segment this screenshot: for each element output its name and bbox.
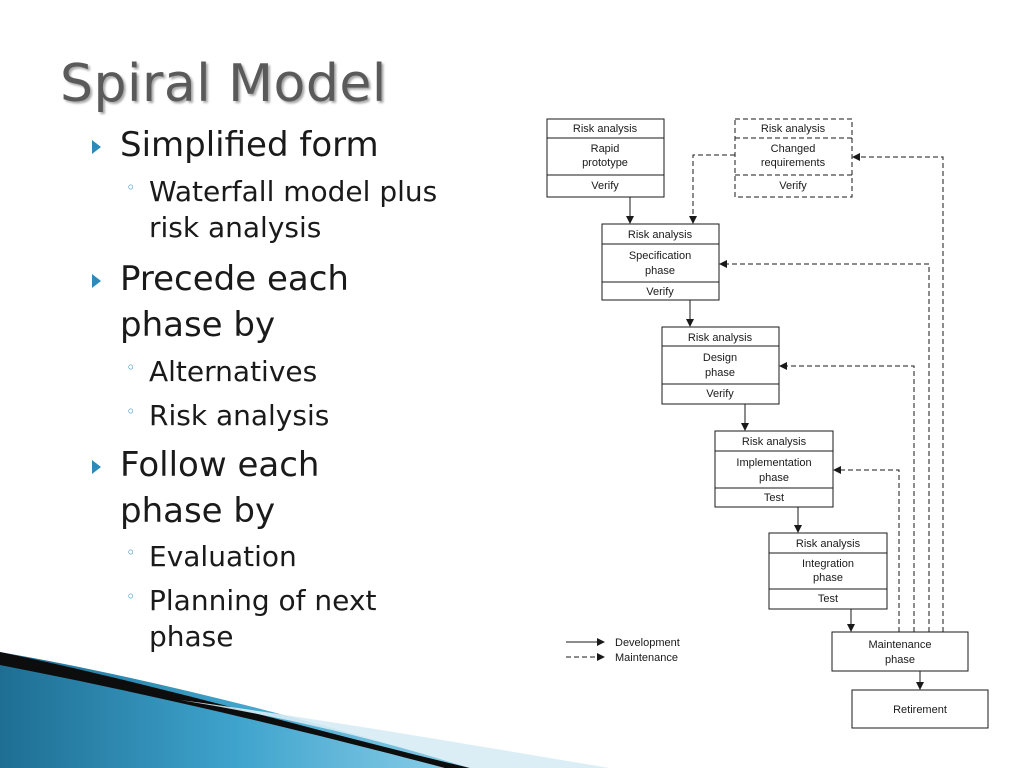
bullet-arrow-icon bbox=[92, 140, 101, 154]
box-bottom-label: Verify bbox=[779, 180, 807, 192]
diagram-legend: Development Maintenance bbox=[566, 637, 680, 664]
legend-maintenance-label: Maintenance bbox=[615, 652, 678, 664]
box-top-label: Risk analysis bbox=[573, 123, 638, 135]
box-top-label: Risk analysis bbox=[761, 123, 826, 135]
box-bottom-label: Verify bbox=[706, 388, 734, 400]
sub-bullet-circle-icon: ◦ bbox=[126, 587, 136, 606]
bullet-arrow-icon bbox=[92, 274, 101, 288]
box-top-label: Risk analysis bbox=[742, 436, 807, 448]
development-arrows bbox=[626, 197, 924, 690]
slide-title: Spiral Model bbox=[60, 54, 387, 114]
sub-bullet-item: Waterfall model plus risk analysis bbox=[149, 175, 438, 244]
sub-bullet-circle-icon: ◦ bbox=[126, 543, 136, 562]
box-top-label: Risk analysis bbox=[688, 332, 753, 344]
implementation-phase-box: Risk analysis Implementation phase Test bbox=[714, 430, 834, 508]
box-mid-label: Specification bbox=[629, 250, 691, 262]
box-mid-label: Integration bbox=[802, 558, 854, 570]
box-bottom-label: Verify bbox=[646, 286, 674, 298]
box-mid-label: Maintenance bbox=[869, 639, 932, 651]
sub-bullet-circle-icon: ◦ bbox=[126, 402, 136, 421]
box-mid-label: Changed bbox=[771, 143, 816, 155]
box-mid-label: Rapid bbox=[591, 143, 620, 155]
box-mid-label: requirements bbox=[761, 157, 826, 169]
box-mid-label: phase bbox=[885, 654, 915, 666]
bullet-item: Follow each phase by bbox=[120, 445, 320, 531]
sub-bullet-circle-icon: ◦ bbox=[126, 178, 136, 197]
sub-bullet-circle-icon: ◦ bbox=[126, 358, 136, 377]
box-top-label: Risk analysis bbox=[628, 229, 693, 241]
retirement-box: Retirement bbox=[851, 689, 989, 729]
bullet-arrow-icon bbox=[92, 460, 101, 474]
specification-phase-box: Risk analysis Specification phase Verify bbox=[601, 223, 720, 301]
design-phase-box: Risk analysis Design phase Verify bbox=[661, 326, 780, 405]
sub-bullet-item: Risk analysis bbox=[149, 399, 330, 432]
bullet-item: Simplified form bbox=[120, 125, 379, 165]
rapid-prototype-box: Risk analysis Rapid prototype Verify bbox=[546, 118, 665, 198]
box-bottom-label: Test bbox=[818, 593, 838, 605]
box-mid-label: Implementation bbox=[736, 457, 811, 469]
changed-requirements-box: Risk analysis Changed requirements Verif… bbox=[734, 118, 853, 198]
sub-bullet-item: Evaluation bbox=[149, 540, 297, 573]
legend-development-label: Development bbox=[615, 637, 680, 649]
integration-phase-box: Risk analysis Integration phase Test bbox=[768, 532, 888, 610]
sub-bullet-item: Alternatives bbox=[149, 355, 318, 388]
box-bottom-label: Verify bbox=[591, 180, 619, 192]
maintenance-arrows bbox=[689, 153, 944, 632]
box-mid-label: prototype bbox=[582, 157, 628, 169]
bullet-item: Precede each phase by bbox=[120, 259, 349, 345]
box-mid-label: phase bbox=[759, 472, 789, 484]
maintenance-phase-box: Maintenance phase bbox=[831, 631, 969, 672]
sub-bullet-item: Planning of next phase bbox=[149, 584, 377, 653]
box-mid-label: phase bbox=[705, 367, 735, 379]
box-mid-label: phase bbox=[813, 572, 843, 584]
box-mid-label: Design bbox=[703, 352, 737, 364]
box-label: Retirement bbox=[893, 704, 947, 716]
box-mid-label: phase bbox=[645, 265, 675, 277]
box-bottom-label: Test bbox=[764, 492, 784, 504]
box-top-label: Risk analysis bbox=[796, 538, 861, 550]
